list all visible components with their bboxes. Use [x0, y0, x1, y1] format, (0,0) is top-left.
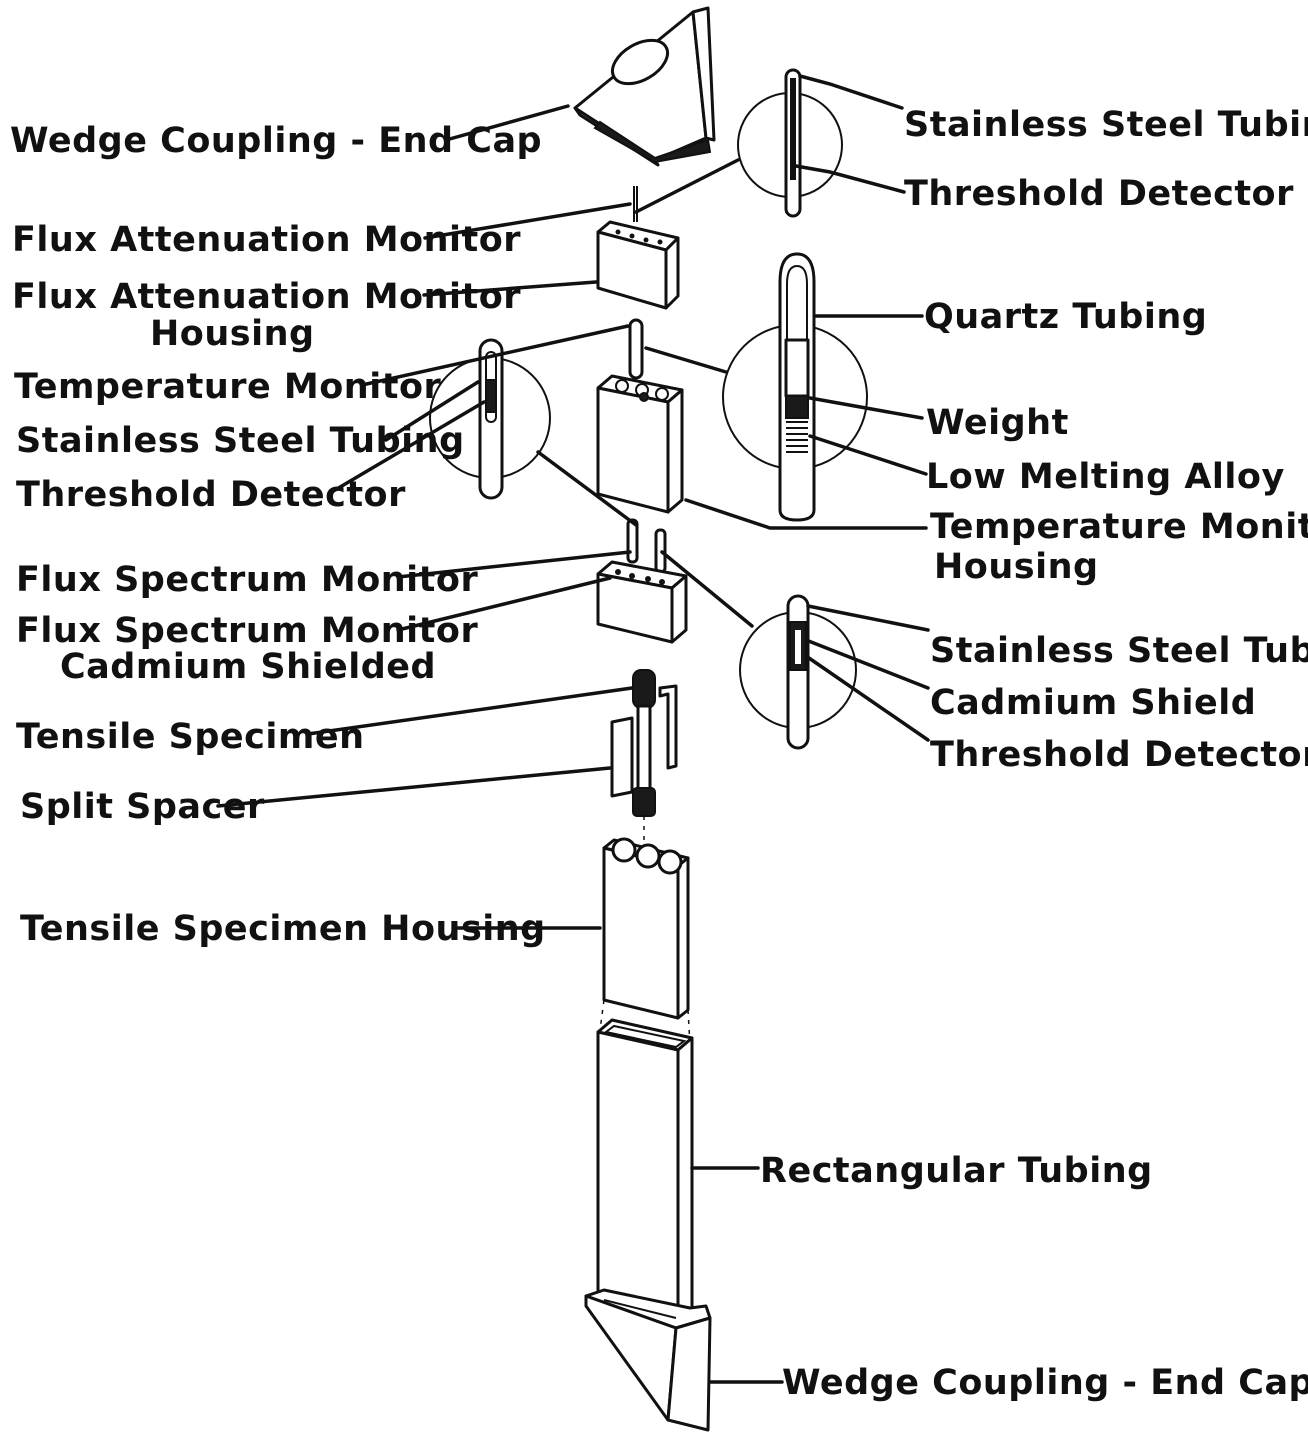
- wedge-coupling-top: [573, 6, 716, 167]
- detail-circle-threshold-left: [429, 338, 638, 527]
- label-flux-spectrum-cadmium-line2: Cadmium Shielded: [60, 647, 436, 687]
- flux-spectrum-monitor-housing: [596, 560, 688, 644]
- label-temperature-housing-line1: Temperature Monitor: [930, 507, 1308, 547]
- label-threshold-detector-lower: Threshold Detector: [930, 735, 1308, 775]
- temperature-monitor-housing: [596, 374, 684, 514]
- detail-circle-cadmium: [660, 550, 857, 750]
- label-flux-spectrum-monitor: Flux Spectrum Monitor: [16, 560, 478, 600]
- rectangular-tubing: [596, 1018, 694, 1322]
- label-threshold-detector-top: Threshold Detector: [904, 174, 1294, 214]
- label-cadmium-shield: Cadmium Shield: [930, 683, 1256, 723]
- label-temperature-monitor: Temperature Monitor: [14, 367, 442, 407]
- label-split-spacer: Split Spacer: [20, 787, 265, 827]
- wedge-coupling-bottom: [584, 1288, 712, 1432]
- label-flux-spectrum-cadmium-line1: Flux Spectrum Monitor: [16, 611, 478, 651]
- temperature-monitor: [628, 318, 644, 380]
- detail-circle-threshold-top: [634, 68, 843, 218]
- flux-attenuation-monitor-housing: [596, 220, 680, 310]
- tensile-specimen-housing: [599, 837, 691, 1046]
- label-weight: Weight: [926, 403, 1069, 443]
- flux-spectrum-monitor-wires: [626, 518, 667, 574]
- label-wedge-coupling-bottom: Wedge Coupling - End Cap: [782, 1363, 1308, 1403]
- label-threshold-detector-left: Threshold Detector: [16, 475, 406, 515]
- detail-circle-temperature-monitor: [644, 252, 868, 522]
- split-spacer: [610, 684, 678, 798]
- tensile-specimen: [632, 669, 656, 850]
- label-flux-attenuation-housing-line1: Flux Attenuation Monitor: [12, 277, 521, 317]
- label-flux-attenuation-housing-line2: Housing: [150, 314, 315, 354]
- flux-attenuation-monitor: [633, 186, 638, 222]
- label-ss-tubing-top: Stainless Steel Tubing: [904, 105, 1308, 145]
- label-rectangular-tubing: Rectangular Tubing: [760, 1151, 1153, 1191]
- label-low-melting-alloy: Low Melting Alloy: [926, 457, 1285, 497]
- label-quartz-tubing: Quartz Tubing: [924, 297, 1207, 337]
- label-temperature-housing-line2: Housing: [934, 547, 1099, 587]
- label-flux-attenuation-monitor: Flux Attenuation Monitor: [12, 220, 521, 260]
- leader-lines: [216, 74, 930, 1384]
- labels: Wedge Coupling - End Cap Stainless Steel…: [10, 105, 1308, 1403]
- label-ss-tubing-lower: Stainless Steel Tubing: [930, 631, 1308, 671]
- label-tensile-specimen: Tensile Specimen: [16, 717, 365, 757]
- label-tensile-specimen-housing: Tensile Specimen Housing: [20, 909, 546, 949]
- label-ss-tubing-left: Stainless Steel Tubing: [16, 421, 465, 461]
- label-wedge-coupling-top: Wedge Coupling - End Cap: [10, 121, 542, 161]
